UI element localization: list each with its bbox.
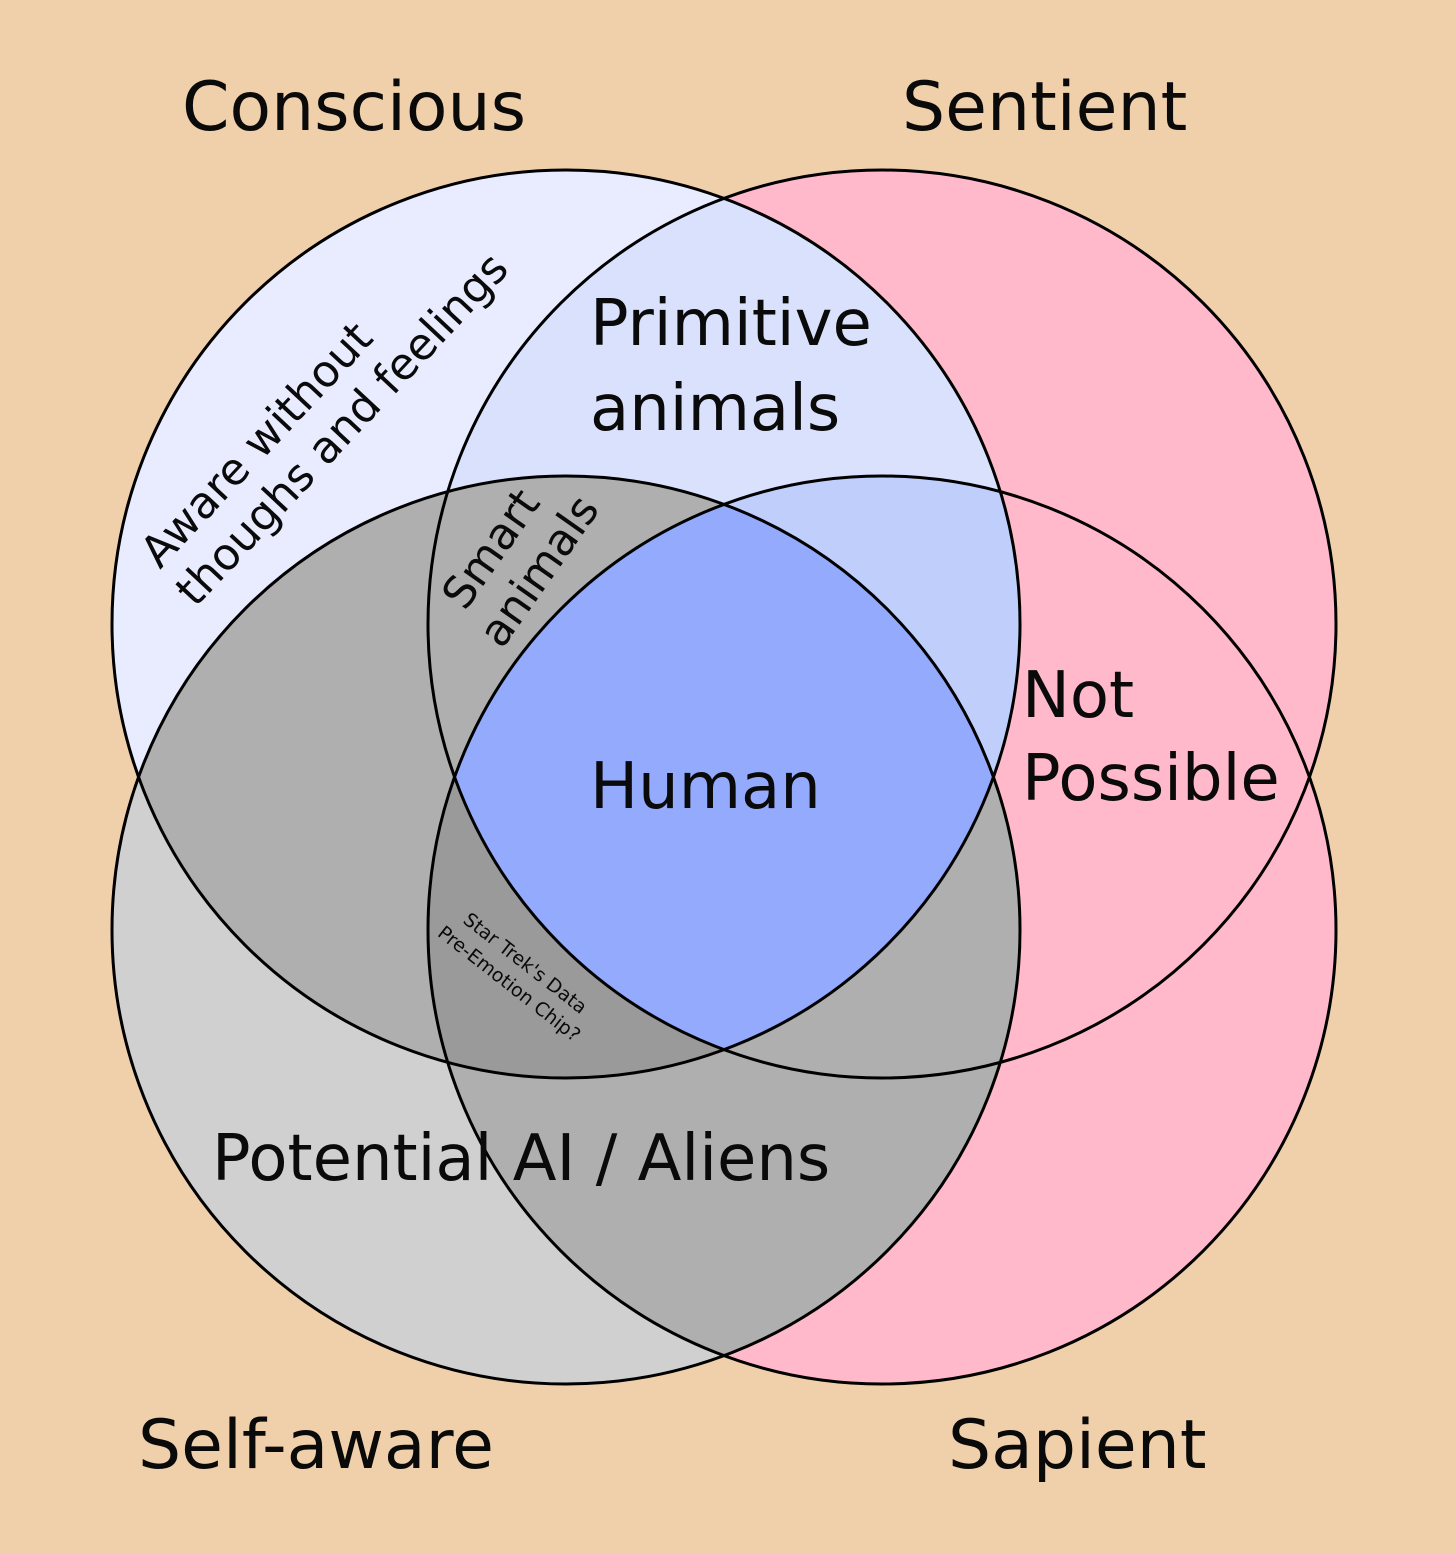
sentient-label: Sentient [902,68,1187,147]
not-possible-label-line1: Not [1022,659,1134,733]
sapient-label: Sapient [948,1406,1207,1485]
conscious-circle-outline [110,168,1022,1080]
conscious-label: Conscious [182,68,526,147]
self-aware-label: Self-aware [138,1406,494,1485]
sapient-circle-outline [426,474,1338,1386]
primitive-animals-label-line1: Primitive [590,287,872,361]
self-aware-circle-outline [110,474,1022,1386]
human-region [428,476,1020,1078]
not-possible-label-line2: Possible [1022,742,1280,816]
potential-ai-label: Potential AI / Aliens [212,1122,830,1196]
sentient-circle-outline [426,168,1338,1080]
primitive-animals-label-line2: animals [590,372,840,446]
human-label: Human [590,750,821,824]
